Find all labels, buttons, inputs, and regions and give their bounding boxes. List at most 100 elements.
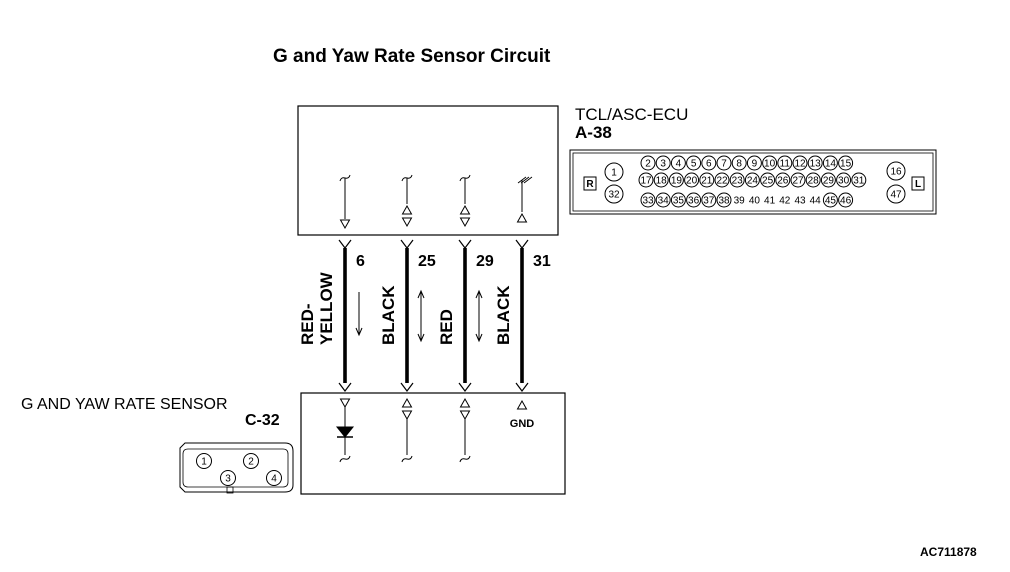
- ecu-terminal-up: [401, 204, 413, 215]
- sensor-connector-key: [226, 486, 234, 494]
- ecu-cavity-circle: [744, 172, 760, 188]
- ecu-cavity-circle: [701, 192, 717, 208]
- ecu-cavity-circle: [668, 172, 684, 188]
- ecu-cavity-circle: [604, 162, 624, 182]
- arrowhead-up: [417, 289, 425, 299]
- ecu-cavity: 27: [792, 176, 804, 187]
- ecu-cavity: 45: [825, 196, 837, 207]
- sensor-wire-break: [401, 455, 413, 463]
- ecu-cavity: 5: [691, 159, 697, 170]
- side-marker-right-box: [911, 176, 925, 191]
- ecu-connector-inner: [572, 152, 934, 212]
- ecu-cavity: 17: [640, 176, 652, 187]
- wire-color-label: YELLOW: [317, 271, 336, 345]
- ecu-cavity: 35: [673, 196, 685, 207]
- sensor-connector-outer: [179, 442, 294, 493]
- ecu-terminal-symbol: [516, 212, 528, 223]
- ecu-cavity-circle: [762, 155, 778, 171]
- sensor-cavity: 4: [271, 474, 277, 485]
- ecu-cavity-circle: [686, 192, 702, 208]
- ecu-cavity-circle: [701, 155, 717, 171]
- ecu-cavity-circle: [886, 161, 906, 181]
- ecu-cavity: 4: [676, 159, 682, 170]
- ecu-cavity: 28: [808, 176, 820, 187]
- ecu-cavity-circle: [716, 155, 732, 171]
- ecu-cavity: 14: [825, 159, 837, 170]
- side-marker-left-box: [583, 176, 597, 191]
- ecu-cavity: 15: [840, 159, 852, 170]
- ecu-cavity: 33: [642, 196, 654, 207]
- wire-color-label: BLACK: [494, 285, 513, 345]
- sensor-cavity-circle: [243, 453, 259, 469]
- ecu-cavity: 7: [721, 159, 727, 170]
- ecu-cavity: 38: [718, 196, 730, 207]
- ecu-connector-fork: [338, 239, 352, 249]
- ecu-cavity: 46: [840, 196, 852, 207]
- diode-symbol: [335, 426, 355, 438]
- figure-code: AC711878: [920, 545, 977, 559]
- ecu-cavity: 30: [838, 176, 850, 187]
- ecu-cavity-unused: 44: [810, 196, 822, 207]
- ecu-cavity: 12: [794, 159, 806, 170]
- ecu-cavity-circle: [640, 192, 656, 208]
- ecu-cavity: 47: [890, 190, 902, 201]
- ecu-cavity: 36: [688, 196, 700, 207]
- ecu-cavity-circle: [820, 172, 836, 188]
- ecu-terminal-up: [459, 204, 471, 215]
- ecu-cavity-unused: 39: [734, 196, 746, 207]
- ecu-cavity-unused: 41: [764, 196, 776, 207]
- ecu-cavity: 3: [660, 159, 666, 170]
- ecu-cavity-circle: [775, 172, 791, 188]
- sensor-terminal-up: [401, 397, 413, 408]
- pin-number-label: 29: [476, 253, 494, 270]
- sensor-connector-fork: [338, 382, 352, 392]
- pin-number-label: 31: [533, 253, 551, 270]
- ecu-cavity: 29: [823, 176, 835, 187]
- ecu-cavity-circle: [731, 155, 747, 171]
- ecu-cavity-circle: [886, 184, 906, 204]
- ecu-terminal-down: [401, 217, 413, 228]
- ecu-cavity-unused: 43: [794, 196, 806, 207]
- ecu-cavity-circle: [777, 155, 793, 171]
- arrowhead-down: [355, 327, 363, 337]
- ecu-cavity-circle: [638, 172, 654, 188]
- ecu-cavity: 6: [706, 159, 712, 170]
- arrowhead-up: [475, 289, 483, 299]
- sensor-connector-code: C-32: [245, 412, 280, 429]
- sensor-connector-inner: [182, 448, 289, 488]
- ecu-cavity-circle: [670, 192, 686, 208]
- ecu-cavity: 25: [762, 176, 774, 187]
- sensor-cavity-circle: [266, 470, 282, 486]
- ecu-cavity-circle: [807, 155, 823, 171]
- sensor-wire-break: [339, 455, 351, 463]
- ecu-cavity: 37: [703, 196, 715, 207]
- arrowhead-down: [417, 333, 425, 343]
- ecu-cavity: 18: [656, 176, 668, 187]
- ecu-cavity-circle: [604, 184, 624, 204]
- wire-color-label: BLACK: [379, 285, 398, 345]
- ecu-cavity-circle: [684, 172, 700, 188]
- sensor-connector-fork: [515, 382, 529, 392]
- arrowhead-down: [475, 333, 483, 343]
- ecu-cavity-circle: [653, 172, 669, 188]
- ecu-cavity-circle: [699, 172, 715, 188]
- ecu-cavity-circle: [655, 155, 671, 171]
- ecu-ground-hatch: [517, 176, 533, 184]
- ecu-cavity-circle: [822, 192, 838, 208]
- ecu-cavity-circle: [746, 155, 762, 171]
- ecu-cavity: 16: [890, 167, 902, 178]
- ecu-connector-code: A-38: [575, 123, 612, 142]
- ecu-cavity: 21: [701, 176, 713, 187]
- sensor-cavity: 2: [248, 457, 254, 468]
- ecu-cavity: 26: [777, 176, 789, 187]
- ecu-connector-fork: [515, 239, 529, 249]
- ecu-cavity-circle: [640, 155, 656, 171]
- ecu-cavity-circle: [716, 192, 732, 208]
- sensor-wire-break: [459, 455, 471, 463]
- ecu-cavity: 24: [747, 176, 759, 187]
- sensor-name-label: G AND YAW RATE SENSOR: [21, 396, 228, 413]
